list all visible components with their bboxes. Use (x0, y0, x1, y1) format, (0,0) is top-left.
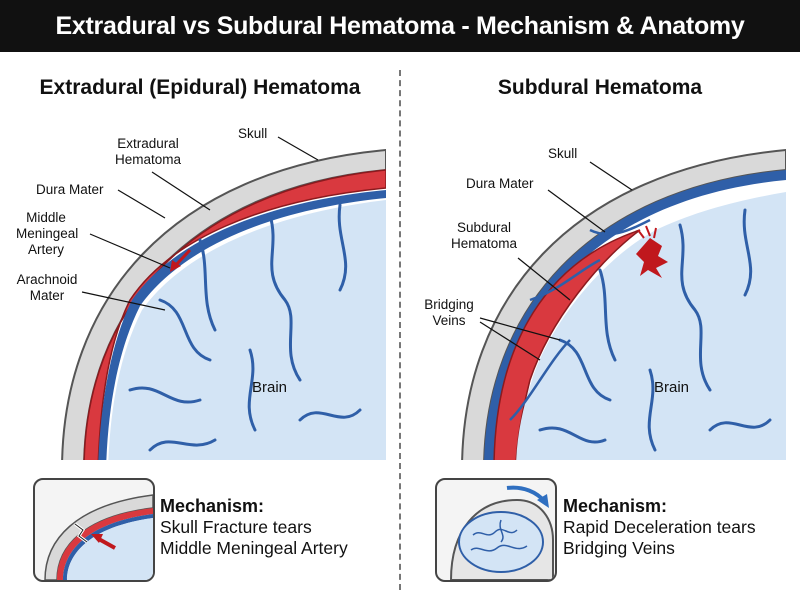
label-arachnoid: Arachnoid Mater (16, 272, 78, 303)
label-brain-right: Brain (654, 379, 690, 396)
page-title: Extradural vs Subdural Hematoma - Mechan… (0, 0, 800, 52)
brain-tissue (108, 200, 386, 460)
left-mechanism-line1: Skull Fracture tears (160, 517, 312, 537)
left-mechanism-text: Mechanism: Skull Fracture tears Middle M… (160, 496, 348, 559)
label-skull-right: Skull (548, 146, 578, 161)
right-mechanism-text: Mechanism: Rapid Deceleration tears Brid… (563, 496, 756, 559)
artery-tear-arrow (173, 248, 192, 268)
label-bridging-veins: Bridging Veins (424, 297, 474, 328)
right-mechanism-heading: Mechanism: (563, 496, 668, 516)
right-panel-title: Subdural Hematoma (497, 76, 703, 99)
label-brain-left: Brain (252, 379, 288, 396)
panel-divider (399, 70, 401, 590)
brain-tissue-right (516, 192, 786, 460)
torn-vein-splash (636, 238, 668, 278)
label-middle-meningeal-artery: Middle Meningeal Artery (16, 210, 79, 257)
left-mechanism-line2: Middle Meningeal Artery (160, 538, 348, 558)
label-skull-left: Skull (238, 126, 268, 141)
brain-sulci (128, 203, 362, 452)
subdural-anatomy-diagram (461, 148, 786, 460)
label-extradural-hematoma: Extradural Hematoma (114, 136, 182, 167)
left-panel-title: Extradural (Epidural) Hematoma (39, 76, 361, 99)
right-mechanism-line2: Bridging Veins (563, 538, 675, 558)
label-dura-left: Dura Mater (36, 182, 104, 197)
right-mechanism-line1: Rapid Deceleration tears (563, 517, 756, 537)
brain-sulci-right (538, 208, 772, 452)
extradural-anatomy-diagram (61, 136, 386, 460)
bridging-veins (509, 218, 651, 421)
left-mechanism-heading: Mechanism: (160, 496, 265, 516)
label-dura-right: Dura Mater (466, 176, 534, 191)
brain-deceleration-illustration (449, 485, 554, 580)
deceleration-thumbnail (435, 478, 557, 582)
fracture-thumbnail (33, 478, 155, 582)
label-subdural-hematoma: Subdural Hematoma (450, 220, 518, 251)
skull-fracture-illustration (44, 494, 153, 580)
